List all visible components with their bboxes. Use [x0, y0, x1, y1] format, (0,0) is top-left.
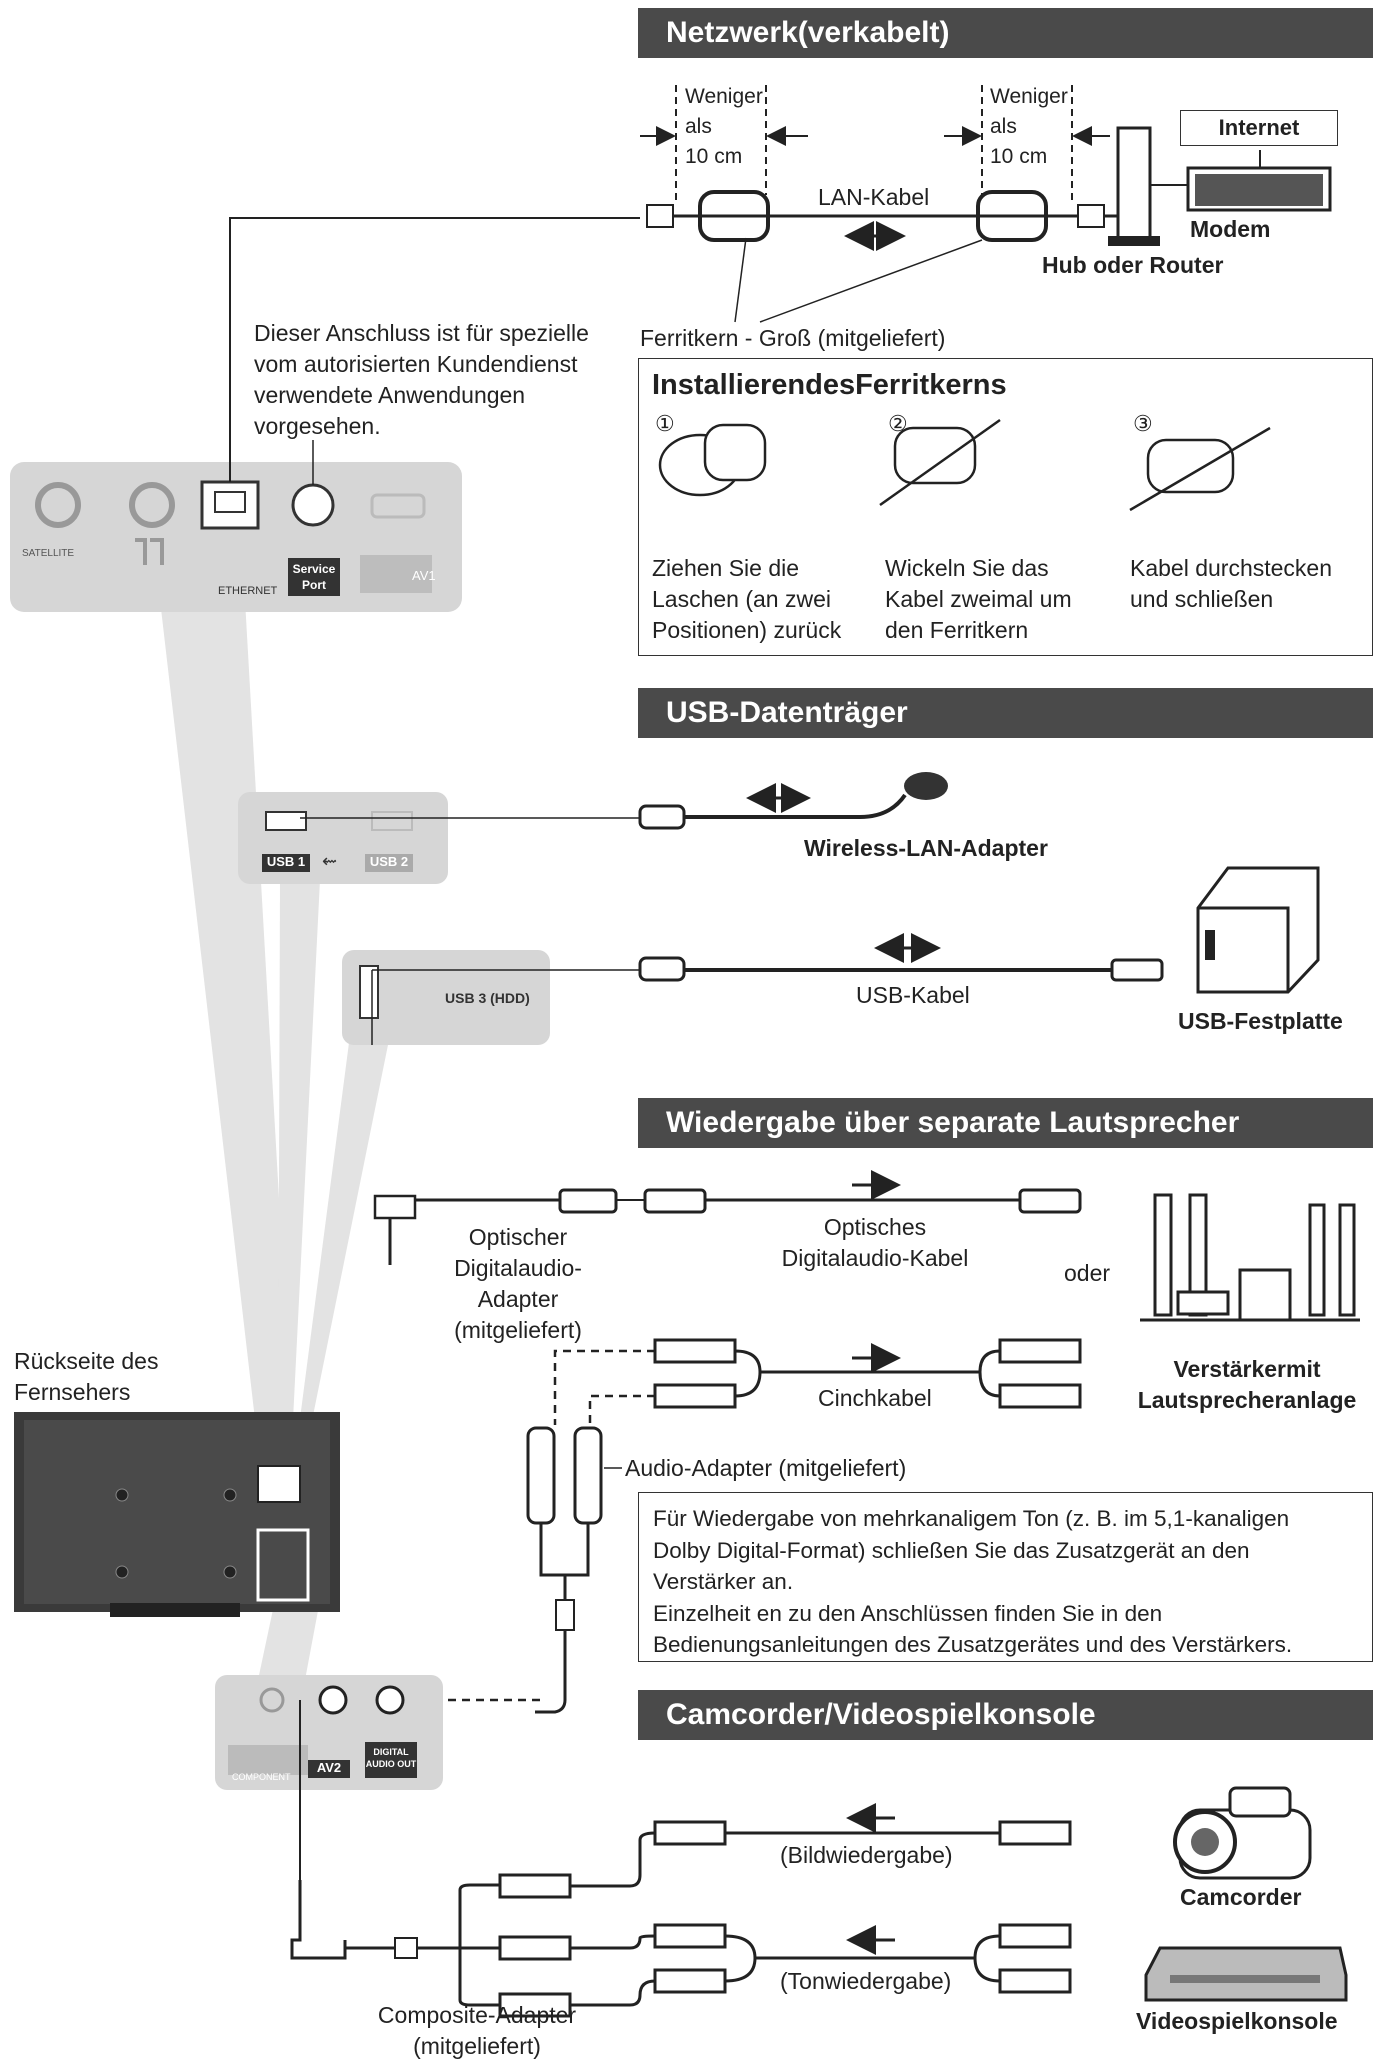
- modem-label: Modem: [1190, 216, 1271, 242]
- optical-adapter-line1: Optischer: [468, 1224, 568, 1250]
- amplifier-label: Verstärkermit Lautsprecheranlage: [1128, 1354, 1366, 1416]
- video-label: (Bildwiedergabe): [780, 1842, 953, 1868]
- internet-label-box: Internet: [1180, 110, 1338, 146]
- ferrite-step1-line2: Laschen (an zwei: [652, 586, 831, 612]
- ferrite-step3-num: ③: [1133, 411, 1153, 436]
- section-network: Netzwerk(verkabelt): [638, 8, 1373, 58]
- section-speakers: Wiedergabe über separate Lautsprecher: [638, 1098, 1373, 1148]
- lan-cable-label: LAN-Kabel: [818, 184, 930, 210]
- usb2-tag: USB 2: [365, 854, 413, 872]
- note-line1: Für Wiedergabe von mehrkanaligem Ton (z.…: [653, 1506, 1290, 1531]
- optical-cable-label: Optisches Digitalaudio-Kabel: [770, 1212, 980, 1274]
- usb3-label: USB 3 (HDD): [445, 990, 530, 1006]
- ethernet-label: ETHERNET: [218, 585, 278, 597]
- console-drawing: [1144, 1946, 1348, 2002]
- component-label: COMPONENT: [232, 1772, 291, 1782]
- av2-tag: AV2: [308, 1760, 350, 1778]
- console-label: Videospielkonsole: [1136, 2008, 1338, 2034]
- hub-router-label: Hub oder Router: [1042, 252, 1224, 278]
- usb-hdd-label: USB-Festplatte: [1178, 1008, 1343, 1034]
- audio-adapter-label: Audio-Adapter (mitgeliefert): [625, 1455, 907, 1481]
- ferrite-step2-line1: Wickeln Sie das: [885, 555, 1049, 581]
- distance-label-left: Weniger als 10 cm: [685, 82, 763, 172]
- ferrite-step1-num: ①: [655, 411, 675, 436]
- service-note: Dieser Anschluss ist für spezielle vom a…: [254, 318, 589, 442]
- camcorder-label: Camcorder: [1180, 1884, 1302, 1910]
- ferrite-step-drawings: [658, 418, 1271, 512]
- ferrite-step3-line1: Kabel durchstecken: [1130, 555, 1333, 581]
- av1-label: AV1: [412, 568, 436, 583]
- oder-label: oder: [1064, 1260, 1111, 1286]
- composite-adapter-label: Composite-Adapter (mitgeliefert): [362, 2000, 592, 2062]
- usb-symbol-icon: ⇜: [322, 851, 338, 871]
- ferrite-step2-line3: den Ferritkern: [885, 617, 1029, 643]
- ferrite-install-box: [638, 358, 1373, 656]
- digital-audio-out-tag: DIGITAL AUDIO OUT: [365, 1742, 417, 1778]
- audio-label: (Tonwiedergabe): [780, 1968, 952, 1994]
- service-port-line1: Service: [292, 562, 336, 576]
- note-line5: Bedienungsanleitungen des Zusatzgerätes …: [653, 1632, 1293, 1657]
- optical-cable-line2: Digitalaudio-Kabel: [781, 1245, 969, 1271]
- composite-line2: (mitgeliefert): [413, 2033, 541, 2059]
- optical-adapter-line2: Digitalaudio-: [454, 1255, 582, 1281]
- composite-line1: Composite-Adapter: [377, 2002, 577, 2028]
- service-note-line2: vom autorisierten Kundendienst: [254, 351, 578, 377]
- satellite-label: SATELLITE: [22, 548, 75, 559]
- projection-beams: [160, 600, 390, 1680]
- service-port-tag: Service Port: [288, 558, 340, 596]
- tv-back-line1: Rückseite des: [14, 1348, 159, 1374]
- service-note-line1: Dieser Anschluss ist für spezielle: [254, 320, 589, 346]
- service-note-line4: vorgesehen.: [254, 413, 381, 439]
- distance-right-line2: als: [990, 115, 1017, 138]
- service-port-line2: Port: [302, 578, 326, 592]
- service-note-line3: verwendete Anwendungen: [254, 382, 526, 408]
- cinch-label: Cinchkabel: [818, 1385, 932, 1411]
- note-line4: Einzelheit en zu den Anschlüssen finden …: [653, 1600, 1163, 1626]
- distance-right-line3: 10 cm: [990, 145, 1048, 168]
- tv-back-label: Rückseite des Fernsehers: [14, 1346, 158, 1408]
- note-line3: Verstärker an.: [653, 1569, 794, 1594]
- speaker-drawing: [1140, 1193, 1360, 1322]
- usb1-tag: USB 1: [262, 854, 310, 872]
- wireless-adapter-label: Wireless-LAN-Adapter: [804, 835, 1048, 861]
- tv-back-line2: Fernsehers: [14, 1379, 131, 1405]
- ferrite-step2-line2: Kabel zweimal um: [885, 586, 1072, 612]
- ferrite-label: Ferritkern - Groß (mitgeliefert): [640, 325, 946, 351]
- section-usb: USB-Datenträger: [638, 688, 1373, 738]
- ferrite-step3-text: Kabel durchstecken und schließen: [1130, 553, 1332, 615]
- internet-label: Internet: [1218, 115, 1300, 140]
- optical-adapter-line4: (mitgeliefert): [454, 1317, 582, 1343]
- amplifier-line1: Verstärkermit: [1173, 1356, 1321, 1382]
- optical-adapter-line3: Adapter: [477, 1286, 559, 1312]
- section-camcorder: Camcorder/Videospielkonsole: [638, 1690, 1373, 1740]
- usb-cable-label: USB-Kabel: [856, 982, 970, 1008]
- multichannel-note: Für Wiedergabe von mehrkanaligem Ton (z.…: [653, 1503, 1292, 1661]
- ferrite-step1-line1: Ziehen Sie die: [652, 555, 800, 581]
- note-line2: Dolby Digital-Format) schließen Sie das …: [653, 1537, 1250, 1563]
- distance-left-line3: 10 cm: [685, 145, 743, 168]
- ferrite-step3-line2: und schließen: [1130, 586, 1274, 612]
- multichannel-note-box: Für Wiedergabe von mehrkanaligem Ton (z.…: [638, 1492, 1373, 1662]
- camcorder-drawing: [1173, 1786, 1312, 1880]
- distance-label-right: Weniger als 10 cm: [990, 82, 1068, 172]
- amplifier-line2: Lautsprecheranlage: [1137, 1387, 1357, 1413]
- optical-cable-line1: Optisches: [823, 1214, 927, 1240]
- ferrite-step1-text: Ziehen Sie die Laschen (an zwei Position…: [652, 553, 841, 646]
- ferrite-box-title: InstallierendesFerritkerns: [652, 369, 1007, 401]
- optical-adapter-label: Optischer Digitalaudio- Adapter (mitgeli…: [438, 1222, 598, 1346]
- ferrite-step2-num: ②: [888, 411, 908, 436]
- distance-left-line1: Weniger: [685, 85, 763, 108]
- distance-right-line1: Weniger: [990, 85, 1068, 108]
- distance-left-line2: als: [685, 115, 712, 138]
- ferrite-step2-text: Wickeln Sie das Kabel zweimal um den Fer…: [885, 553, 1072, 646]
- ferrite-step1-line3: Positionen) zurück: [652, 617, 842, 643]
